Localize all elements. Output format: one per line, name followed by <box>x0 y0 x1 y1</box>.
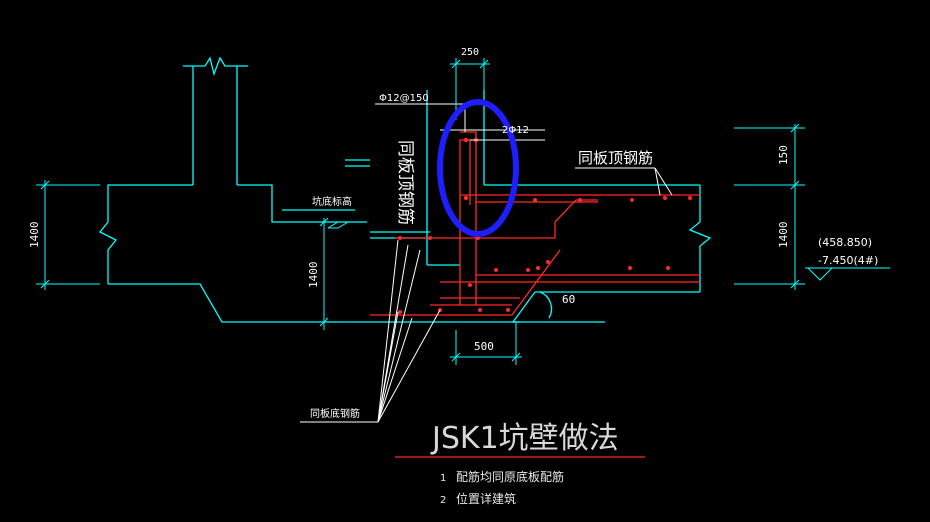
dim-right-bottom: 1400 <box>777 222 790 249</box>
rebar-spec-label: Φ12@150 <box>379 93 429 104</box>
dim-top-width: 250 <box>461 47 479 58</box>
note-1-text: 配筋均同原底板配筋 <box>456 469 564 484</box>
dim-right-top: 150 <box>777 145 790 165</box>
elevation-2: -7.450(4#) <box>818 254 878 267</box>
leader-lines <box>300 103 673 423</box>
dim-left-height: 1400 <box>28 222 41 249</box>
two-bars-label: 2Φ12 <box>502 125 529 136</box>
annotation-texts: Φ12@150 2Φ12 同板顶钢筋 同板顶钢筋 坑底标高 同板底钢筋 (458… <box>310 93 878 420</box>
dimension-texts: 250 500 1400 1400 150 1400 60 <box>28 47 790 353</box>
dim-angle: 60 <box>562 293 575 306</box>
title-block: JSK1坑壁做法 1 配筋均同原底板配筋 2 位置详建筑 <box>395 421 645 506</box>
note-1-number: 1 <box>440 473 446 484</box>
note-2-number: 2 <box>440 495 446 506</box>
drawing-title: JSK1坑壁做法 <box>430 421 619 456</box>
slab-top-rebar-label: 同板顶钢筋 <box>578 149 653 167</box>
rebar-dots <box>398 137 692 314</box>
dimension-lines <box>36 58 890 365</box>
dim-bottom-width: 500 <box>474 340 494 353</box>
dim-pit-depth: 1400 <box>307 262 320 289</box>
note-2-text: 位置详建筑 <box>456 491 516 506</box>
elevation-1: (458.850) <box>818 236 872 249</box>
slab-top-rebar-vertical-label: 同板顶钢筋 <box>395 140 415 225</box>
slab-bottom-rebar-label: 同板底钢筋 <box>310 407 360 420</box>
highlight-ellipse <box>437 99 519 237</box>
pit-bottom-elev-label: 坑底标高 <box>312 195 352 208</box>
